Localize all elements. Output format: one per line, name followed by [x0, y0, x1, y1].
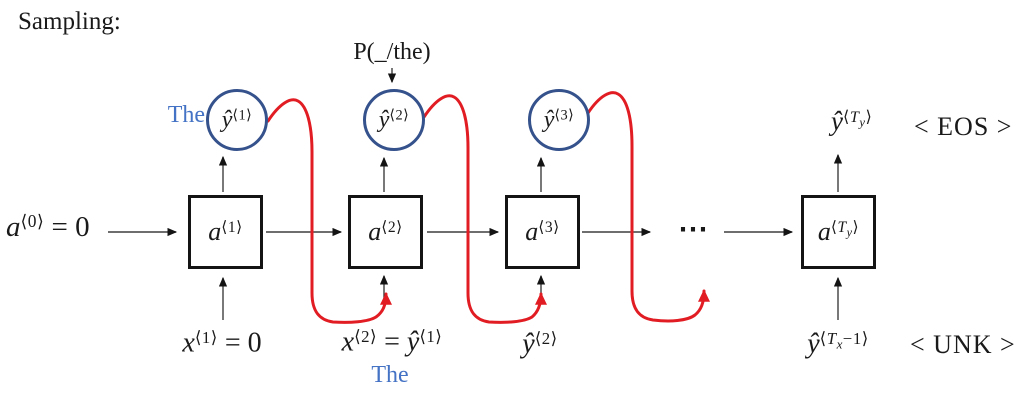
output-circle-1: ŷ⟨1⟩ — [206, 89, 268, 151]
output-2-label: ŷ⟨2⟩ — [378, 106, 410, 133]
output-3-label: ŷ⟨3⟩ — [543, 106, 575, 133]
eos-token-label: < EOS > — [914, 112, 1013, 141]
red-feedback-curve-3 — [586, 91, 710, 323]
output-circle-3: ŷ⟨3⟩ — [528, 89, 590, 151]
initial-activation-label: a⟨0⟩ = 0 — [6, 211, 90, 244]
rnn-cell-1: a⟨1⟩ — [188, 195, 263, 269]
rnn-cell-Ty-label: a⟨Ty⟩ — [817, 217, 860, 246]
red-feedback-curve-2 — [422, 94, 547, 324]
page-title: Sampling: — [18, 8, 121, 35]
rnn-cell-1-label: a⟨1⟩ — [208, 217, 243, 246]
input-x1-label: x⟨1⟩ = 0 — [182, 327, 262, 359]
rnn-cell-3-label: a⟨3⟩ — [525, 217, 560, 246]
unk-token-label: < UNK > — [910, 330, 1016, 359]
probability-label: P(_/the) — [353, 39, 431, 65]
input-y2-label: ŷ⟨2⟩ — [522, 328, 558, 360]
output-1-label: ŷ⟨1⟩ — [221, 106, 253, 133]
rnn-cell-3: a⟨3⟩ — [505, 195, 580, 269]
input-x2-label: x⟨2⟩ = ŷ⟨1⟩ — [341, 326, 443, 358]
final-output-label: ŷ⟨Ty⟩ — [831, 106, 873, 136]
sampled-word-bottom: The — [371, 362, 409, 388]
ellipsis: ⋯ — [678, 213, 710, 246]
input-yTx-label: ŷ⟨Tx−1⟩ — [807, 328, 869, 360]
rnn-cell-2-label: a⟨2⟩ — [368, 217, 403, 246]
red-feedback-curve-1 — [266, 98, 392, 324]
rnn-cell-Ty: a⟨Ty⟩ — [801, 195, 876, 269]
output-circle-2: ŷ⟨2⟩ — [363, 89, 425, 151]
sampled-word-top: The — [167, 102, 205, 128]
rnn-cell-2: a⟨2⟩ — [348, 195, 423, 269]
